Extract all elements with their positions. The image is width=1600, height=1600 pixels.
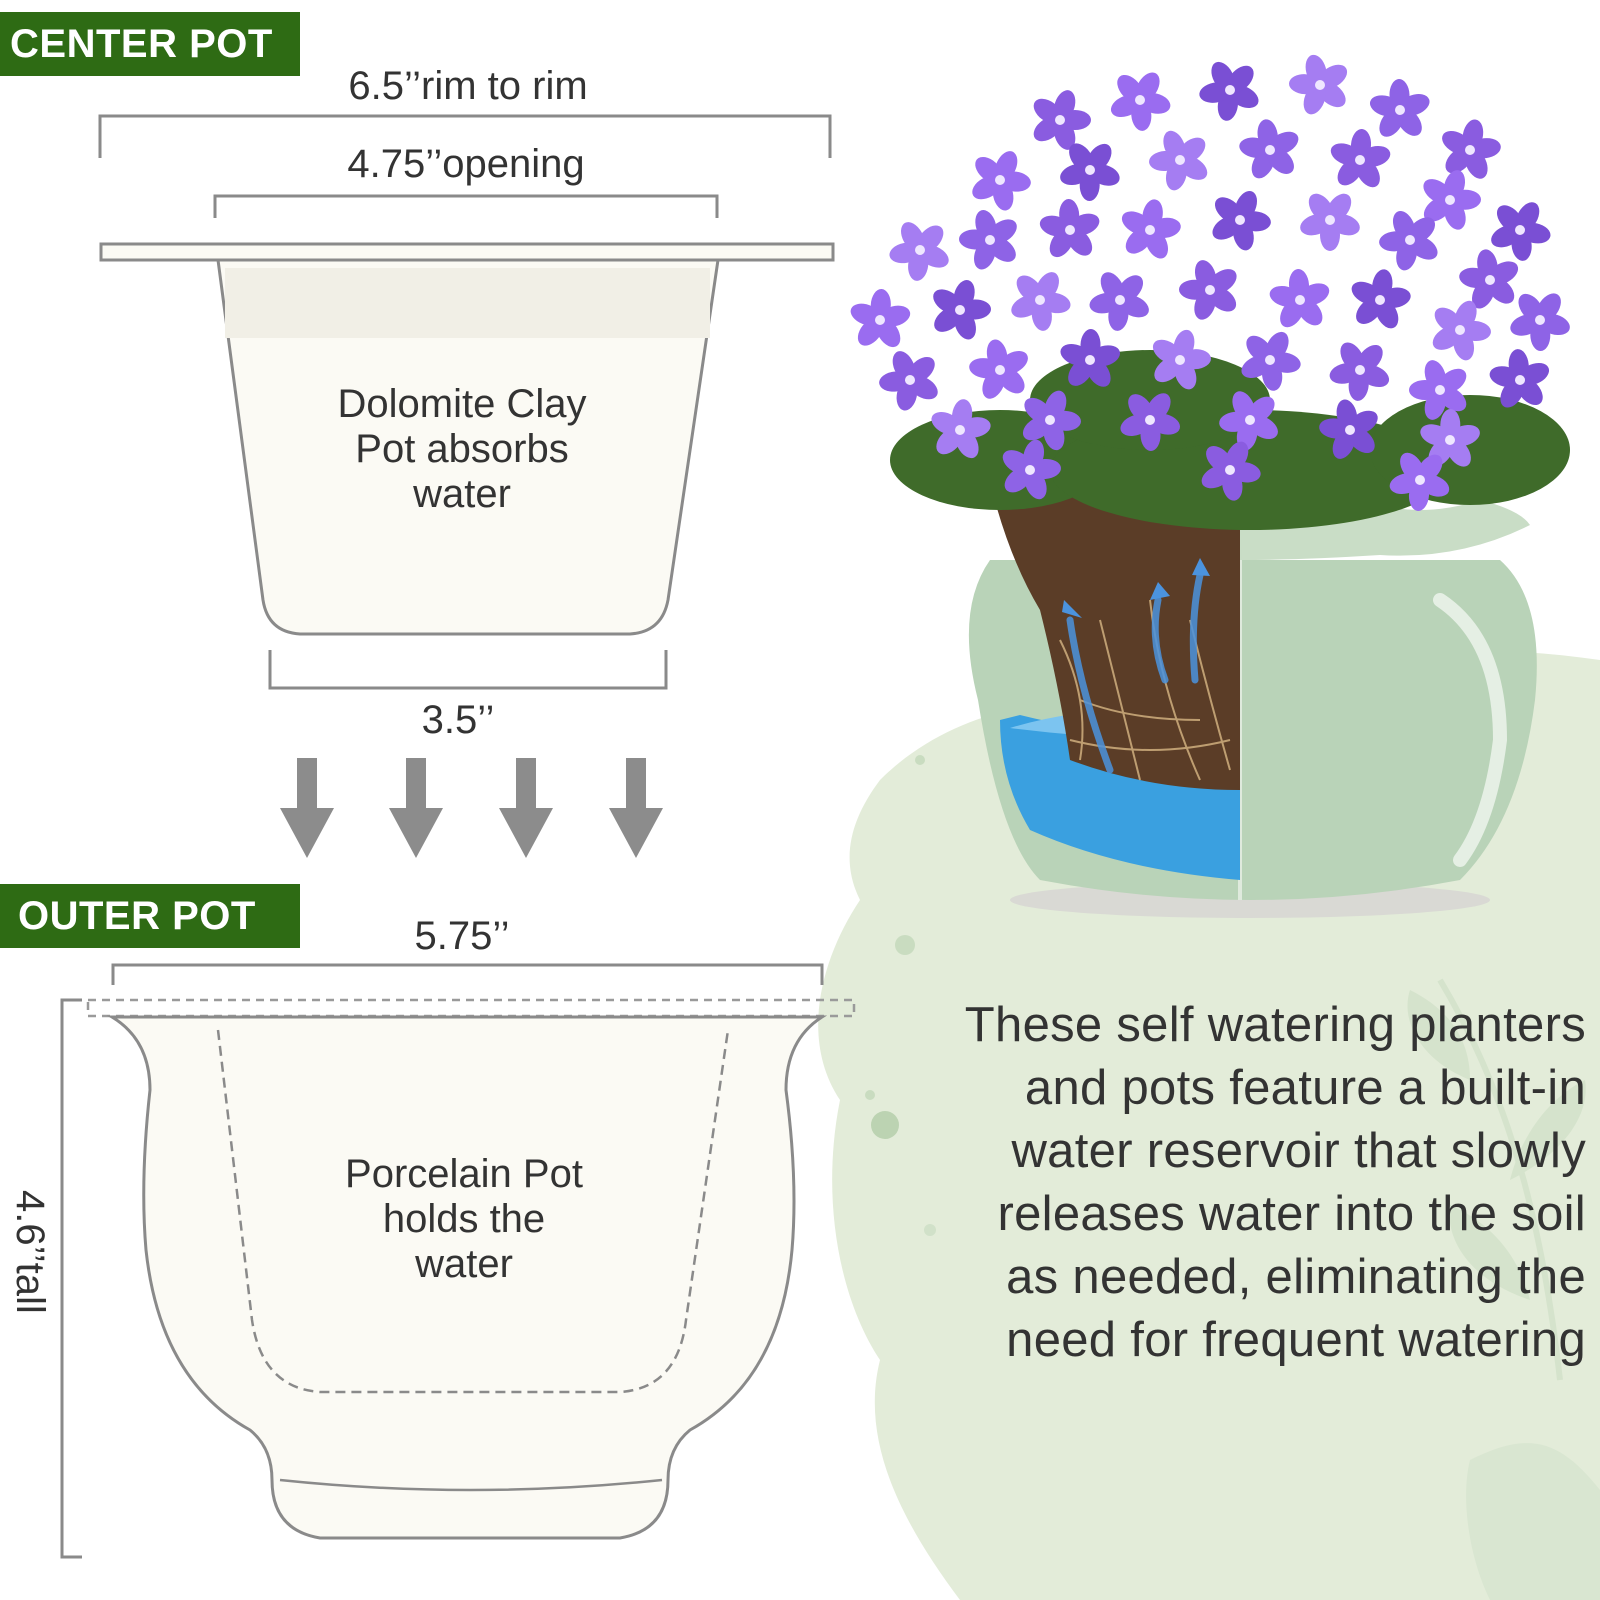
flower-icon bbox=[933, 279, 991, 340]
flower-icon bbox=[1039, 199, 1100, 258]
rim-width-label: 6.5’’rim to rim bbox=[348, 64, 588, 108]
flower-icon bbox=[1330, 129, 1391, 188]
flower-icon bbox=[969, 339, 1028, 399]
description-text: These self watering planters and pots fe… bbox=[866, 994, 1586, 1372]
flower-icon bbox=[1060, 143, 1120, 201]
flower-icon bbox=[1219, 391, 1278, 451]
flower-icon bbox=[931, 399, 991, 459]
outer-pot-label-line: Porcelain Pot bbox=[345, 1152, 583, 1196]
flower-icon bbox=[889, 222, 949, 281]
flower-icon bbox=[1239, 119, 1299, 179]
inner-pot-dashed-outline bbox=[216, 1029, 730, 1394]
flower-icon bbox=[1489, 349, 1550, 408]
flower-icon bbox=[1269, 269, 1330, 328]
flower-icon bbox=[1409, 360, 1467, 420]
outer-pot-label: Porcelain Pot holds the water bbox=[294, 1152, 634, 1287]
outer-pot-label-line: water bbox=[415, 1242, 513, 1286]
description-line: These self watering planters bbox=[964, 998, 1586, 1052]
down-arrow-icon bbox=[280, 758, 334, 858]
flower-icon bbox=[1002, 439, 1061, 500]
flower-icon bbox=[879, 351, 938, 411]
flower-icon bbox=[1212, 190, 1271, 251]
base-dimension-bracket bbox=[268, 650, 668, 690]
center-pot-label-line: water bbox=[413, 472, 511, 516]
down-arrow-icon bbox=[389, 758, 443, 858]
flower-icon bbox=[1289, 54, 1348, 115]
flower-icon bbox=[1442, 119, 1501, 179]
soil-cutaway bbox=[992, 490, 1240, 790]
rim-dimension-bracket bbox=[98, 114, 832, 158]
flower-icon bbox=[1329, 342, 1390, 401]
flower-icon bbox=[959, 209, 1017, 270]
description-line: water reservoir that slowly bbox=[1011, 1124, 1586, 1178]
center-pot-label: Dolomite Clay Pot absorbs water bbox=[292, 382, 632, 517]
down-arrow-icon bbox=[499, 758, 553, 858]
outer-pot-outline bbox=[106, 1015, 828, 1540]
flower-icon bbox=[1300, 193, 1360, 251]
flower-icon bbox=[1369, 79, 1430, 137]
opening-width-label: 4.75’’opening bbox=[347, 142, 585, 186]
flower-icon bbox=[972, 151, 1031, 211]
outer-height-label: 4.6’’tall bbox=[8, 1190, 52, 1314]
description-line: need for frequent watering bbox=[1006, 1313, 1586, 1367]
flower-icon bbox=[1060, 329, 1121, 387]
flower-icon bbox=[1149, 130, 1208, 191]
flower-icon bbox=[1011, 272, 1071, 331]
flower-icon bbox=[850, 289, 911, 348]
center-pot-outline bbox=[99, 242, 835, 636]
flower-icon bbox=[1459, 249, 1519, 309]
flower-icon bbox=[1022, 390, 1081, 451]
flower-icon bbox=[1423, 170, 1481, 230]
flower-icon bbox=[1241, 331, 1301, 391]
flower-icon bbox=[1199, 61, 1259, 121]
flower-icon bbox=[1033, 90, 1091, 150]
flower-icon bbox=[1110, 72, 1171, 131]
flower-icon bbox=[1089, 272, 1149, 331]
down-arrow-icon bbox=[609, 758, 663, 858]
flower-icon bbox=[1351, 269, 1411, 329]
down-arrows bbox=[280, 758, 663, 858]
flower-icon bbox=[1389, 452, 1450, 511]
height-dimension-bracket bbox=[60, 998, 82, 1559]
base-width-label: 3.5’’ bbox=[421, 698, 495, 742]
flower-icon bbox=[1120, 393, 1181, 451]
flower-icon bbox=[1319, 399, 1378, 459]
planter-photo bbox=[850, 54, 1570, 918]
flower-icon bbox=[1121, 199, 1181, 259]
outer-width-label: 5.75’’ bbox=[414, 914, 510, 958]
center-pot-tag: CENTER POT bbox=[0, 12, 300, 76]
flower-icon bbox=[1379, 210, 1438, 271]
flower-icon bbox=[1510, 293, 1570, 351]
outer-pot-tag: OUTER POT bbox=[0, 884, 300, 948]
description-line: releases water into the soil bbox=[997, 1187, 1586, 1241]
center-pot-label-line: Dolomite Clay bbox=[337, 382, 587, 426]
description-line: and pots feature a built-in bbox=[1024, 1061, 1586, 1115]
flower-cluster bbox=[850, 54, 1570, 511]
flower-icon bbox=[1491, 202, 1551, 261]
flower-icon bbox=[1432, 300, 1491, 361]
flower-icon bbox=[1179, 260, 1237, 320]
flower-icon bbox=[1201, 441, 1261, 501]
description-line: as needed, eliminating the bbox=[1006, 1250, 1586, 1304]
outer-rim-dashed bbox=[86, 998, 856, 1018]
flower-icon bbox=[1152, 329, 1211, 390]
outer-pot-label-line: holds the bbox=[382, 1197, 546, 1241]
outer-width-bracket bbox=[111, 963, 824, 985]
opening-dimension-bracket bbox=[213, 194, 719, 218]
center-pot-label-line: Pot absorbs bbox=[355, 427, 569, 471]
